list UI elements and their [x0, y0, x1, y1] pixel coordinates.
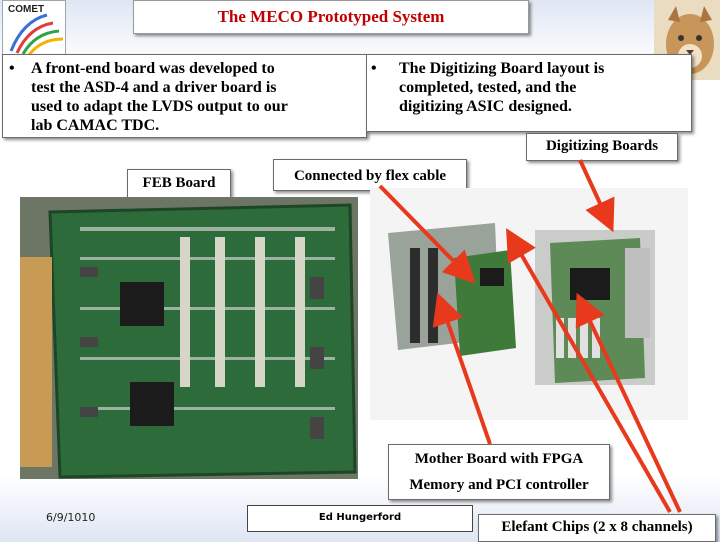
flex-cable-label: Connected by flex cable: [273, 159, 467, 191]
flex-cable-text: Connected by flex cable: [293, 168, 447, 184]
page-title: The MECO Prototyped System: [217, 7, 445, 26]
title-box: The MECO Prototyped System: [133, 0, 529, 34]
logo-graphic: [9, 13, 64, 55]
footer-date: 6/9/1010: [46, 511, 96, 524]
footer-author: Ed Hungerford: [318, 512, 402, 523]
feb-board-image: [20, 197, 358, 479]
right-bullet-line: digitizing ASIC designed.: [399, 98, 572, 115]
feb-board-label: FEB Board: [127, 169, 231, 199]
right-bullet-box: • The Digitizing Board layout is complet…: [366, 54, 692, 132]
feb-board-photo: [20, 197, 358, 479]
logo-label: COMET: [8, 4, 45, 15]
digitizing-boards-image: [370, 188, 688, 420]
left-bullet-line: A front-end board was developed to: [31, 60, 275, 77]
left-bullet-line: test the ASD-4 and a driver board is: [31, 79, 277, 96]
left-bullet-line: lab CAMAC TDC.: [31, 117, 160, 134]
bullet-dot: •: [371, 60, 377, 77]
left-bullet-box: • A front-end board was developed to tes…: [2, 54, 367, 138]
right-bullet-line: The Digitizing Board layout is: [399, 60, 605, 77]
feb-board-text: FEB Board: [142, 175, 216, 191]
mother-board-line1: Mother Board with FPGA: [414, 451, 584, 467]
mother-board-label: Mother Board with FPGA Memory and PCI co…: [388, 444, 610, 500]
footer-author-box: Ed Hungerford: [247, 505, 473, 532]
digitizing-boards-text: Digitizing Boards: [545, 138, 659, 154]
elefant-chips-label: Elefant Chips (2 x 8 channels): [478, 514, 716, 542]
mother-board-line2: Memory and PCI controller: [409, 477, 589, 493]
right-bullet-line: completed, tested, and the: [399, 79, 577, 96]
digitizing-boards-label: Digitizing Boards: [526, 133, 678, 161]
elefant-chips-text: Elefant Chips (2 x 8 channels): [501, 519, 693, 535]
bullet-dot: •: [9, 60, 15, 77]
digitizing-boards-photo: [370, 188, 688, 420]
comet-logo: COMET: [2, 0, 66, 56]
left-bullet-line: used to adapt the LVDS output to our: [31, 98, 288, 115]
